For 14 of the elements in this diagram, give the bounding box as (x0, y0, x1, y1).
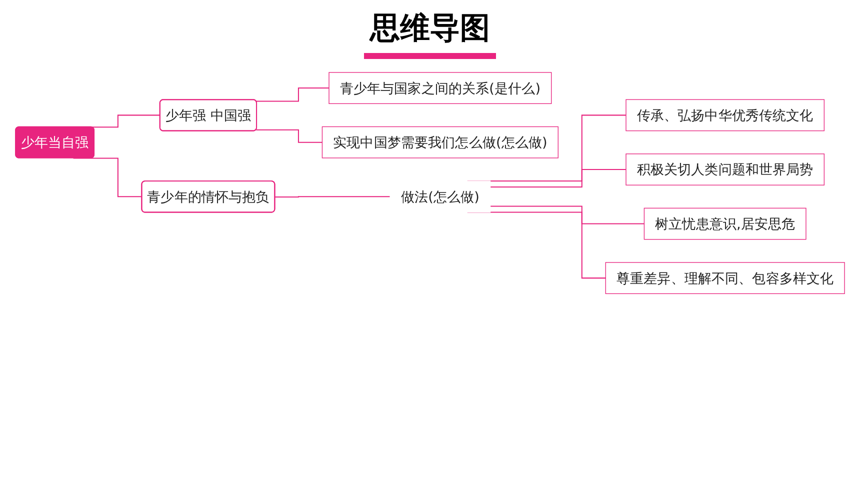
connector (73, 158, 143, 198)
title: 思维导图 (364, 8, 496, 59)
connector (490, 206, 645, 224)
connector (275, 196, 391, 198)
node-box: 青少年与国家之间的关系(是什么) (328, 72, 552, 104)
node-box: 积极关切人类问题和世界局势 (626, 154, 825, 186)
node-box: 尊重差异、理解不同、包容多样文化 (605, 262, 845, 294)
connector (256, 88, 330, 102)
node-box: 传承、弘扬中华优秀传统文化 (626, 99, 825, 132)
connector (91, 114, 161, 128)
connector (490, 168, 627, 188)
node-box: 实现中国梦需要我们怎么做(怎么做) (322, 126, 558, 158)
connector (256, 129, 323, 143)
node-box: 树立忧患意识,居安思危 (644, 208, 806, 240)
